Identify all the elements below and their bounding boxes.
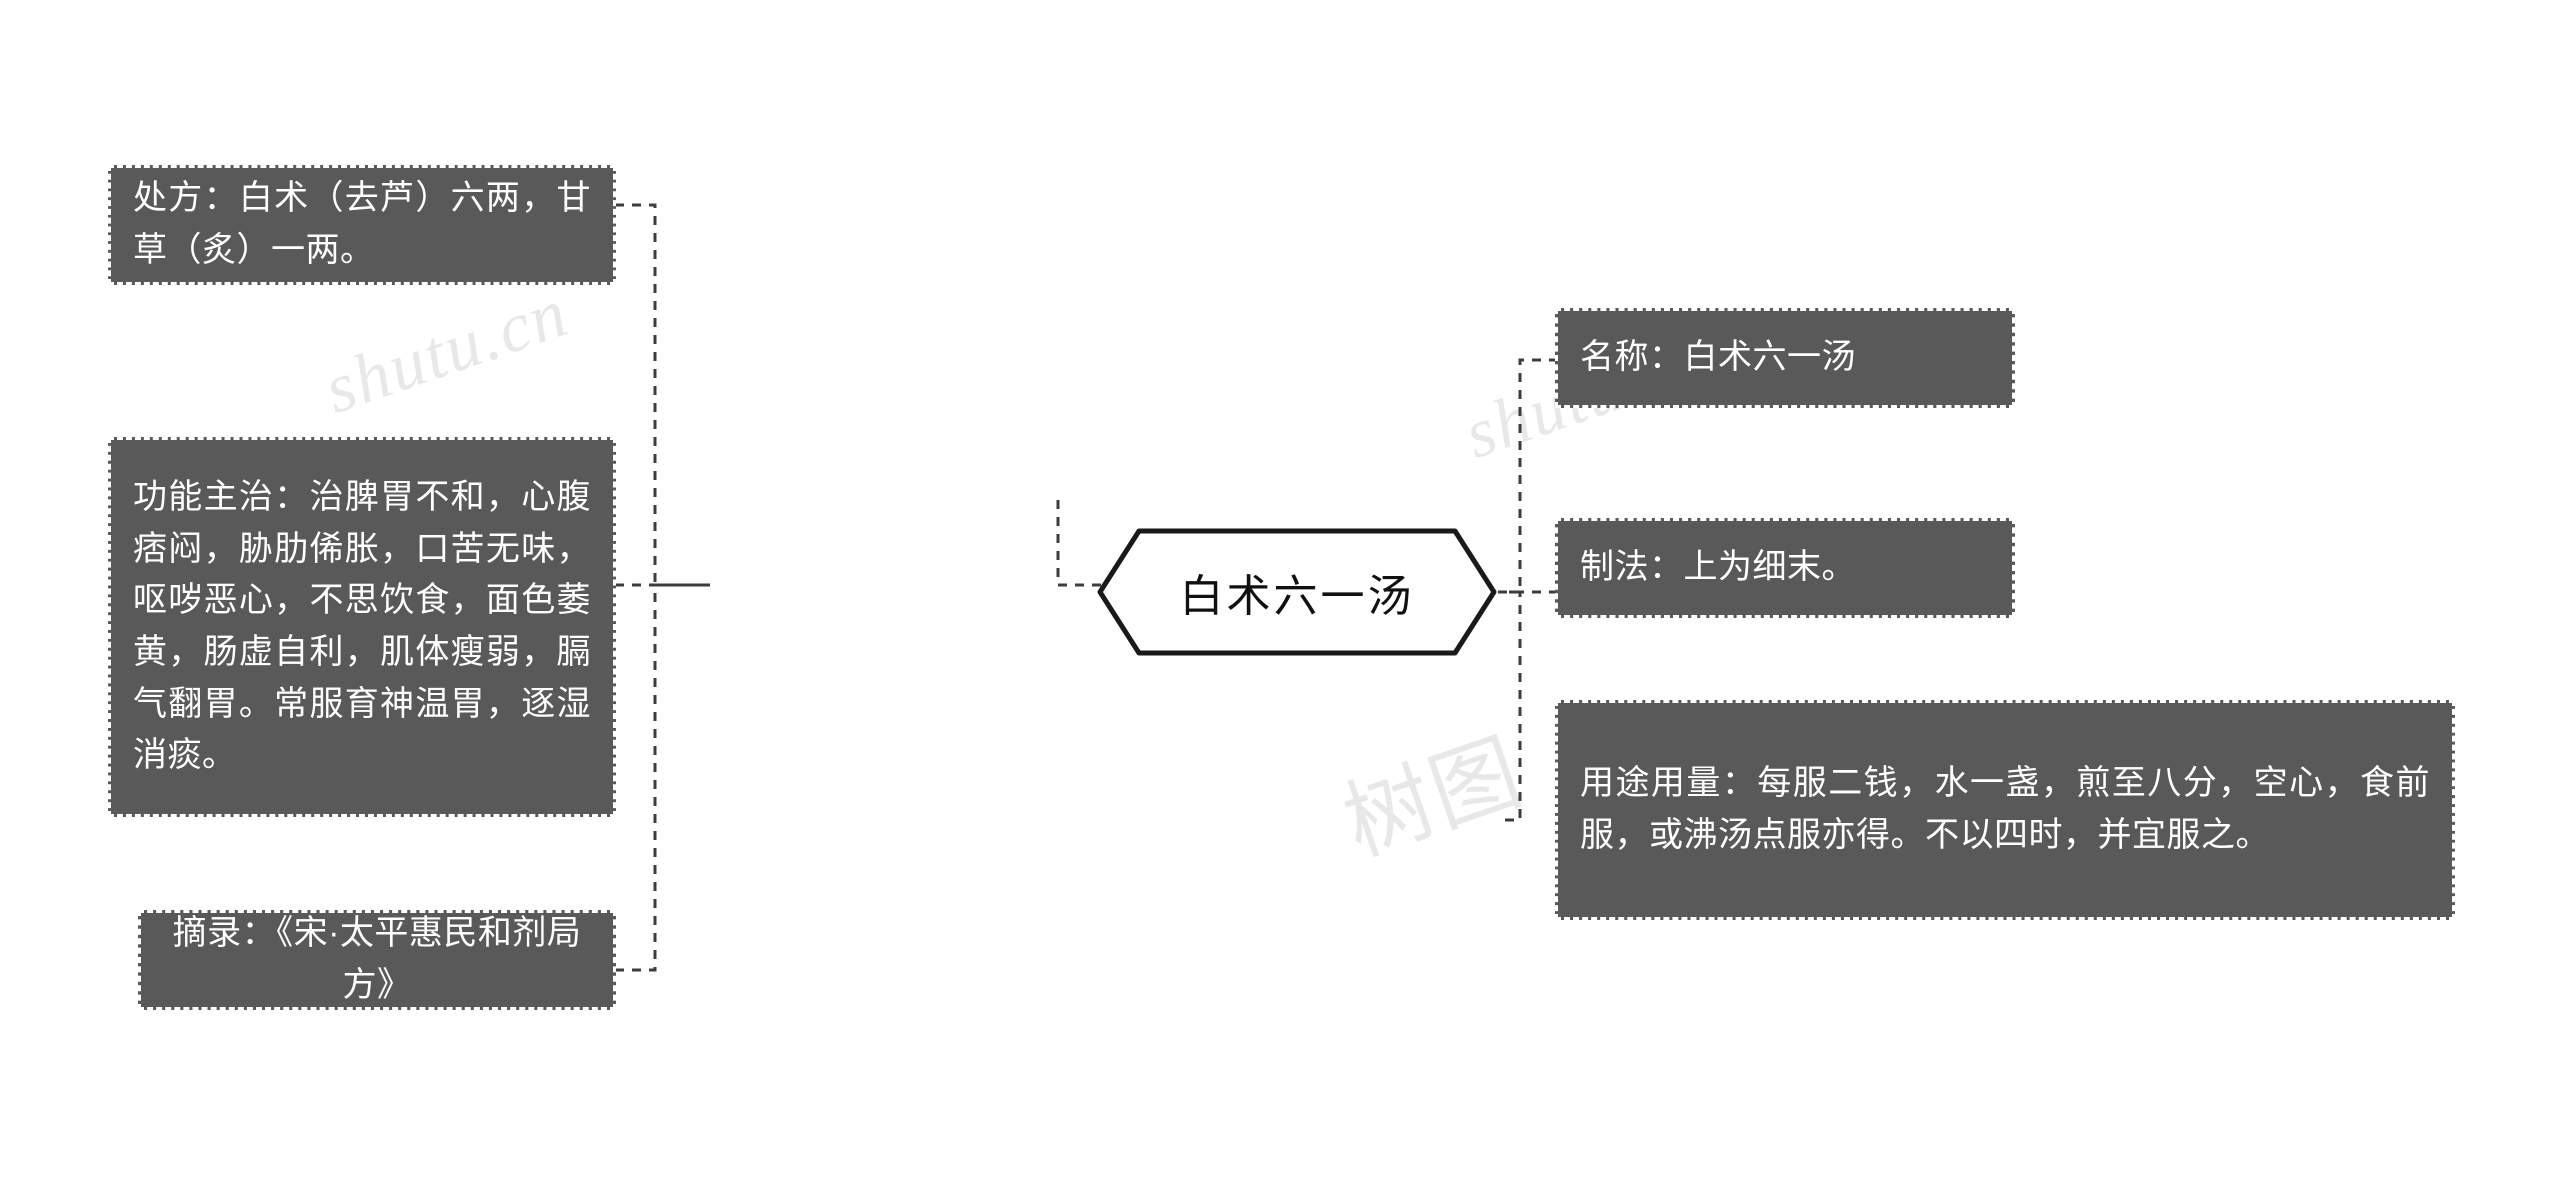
node-preparation[interactable]: 制法：上为细末。: [1555, 518, 2015, 618]
node-prescription[interactable]: 处方：白术（去芦）六两，甘草（炙）一两。: [108, 165, 616, 285]
watermark-shutu-cn-right: 树图: [1331, 721, 1535, 874]
node-source-label: 摘录：《宋·太平惠民和剂局方》: [172, 914, 582, 1004]
node-preparation-label: 制法：上为细末。: [1580, 548, 1856, 587]
node-usage[interactable]: 用途用量：每服二钱，水一盏，煎至八分，空心，食前服，或沸汤点服亦得。不以四时，并…: [1555, 700, 2455, 920]
connector-to-source: [615, 560, 1065, 1010]
node-source[interactable]: 摘录：《宋·太平惠民和剂局方》: [138, 910, 616, 1010]
connector-to-indications: [615, 560, 1065, 620]
watermark-shutu-left: shutu.cn: [315, 274, 578, 429]
node-indications-label: 功能主治：治脾胃不和，心腹痞闷，胁肋俙胀，口苦无味，呕哕恶心，不思饮食，面色萎黄…: [133, 477, 591, 775]
connector-to-usage: [1490, 560, 1560, 850]
node-name-label: 名称：白术六一汤: [1580, 338, 1856, 377]
connector-to-preparation: [1490, 560, 1560, 620]
node-indications[interactable]: 功能主治：治脾胃不和，心腹痞闷，胁肋俙胀，口苦无味，呕哕恶心，不思饮食，面色萎黄…: [108, 437, 616, 817]
node-name[interactable]: 名称：白术六一汤: [1555, 308, 2015, 408]
connector-to-prescription: [615, 160, 1065, 600]
node-usage-label: 用途用量：每服二钱，水一盏，煎至八分，空心，食前服，或沸汤点服亦得。不以四时，并…: [1580, 764, 2430, 854]
center-node[interactable]: 白术六一汤: [1097, 528, 1497, 656]
connector-to-name: [1490, 330, 1560, 620]
center-node-label: 白术六一汤: [1179, 572, 1415, 621]
node-prescription-label: 处方：白术（去芦）六两，甘草（炙）一两。: [133, 179, 591, 269]
